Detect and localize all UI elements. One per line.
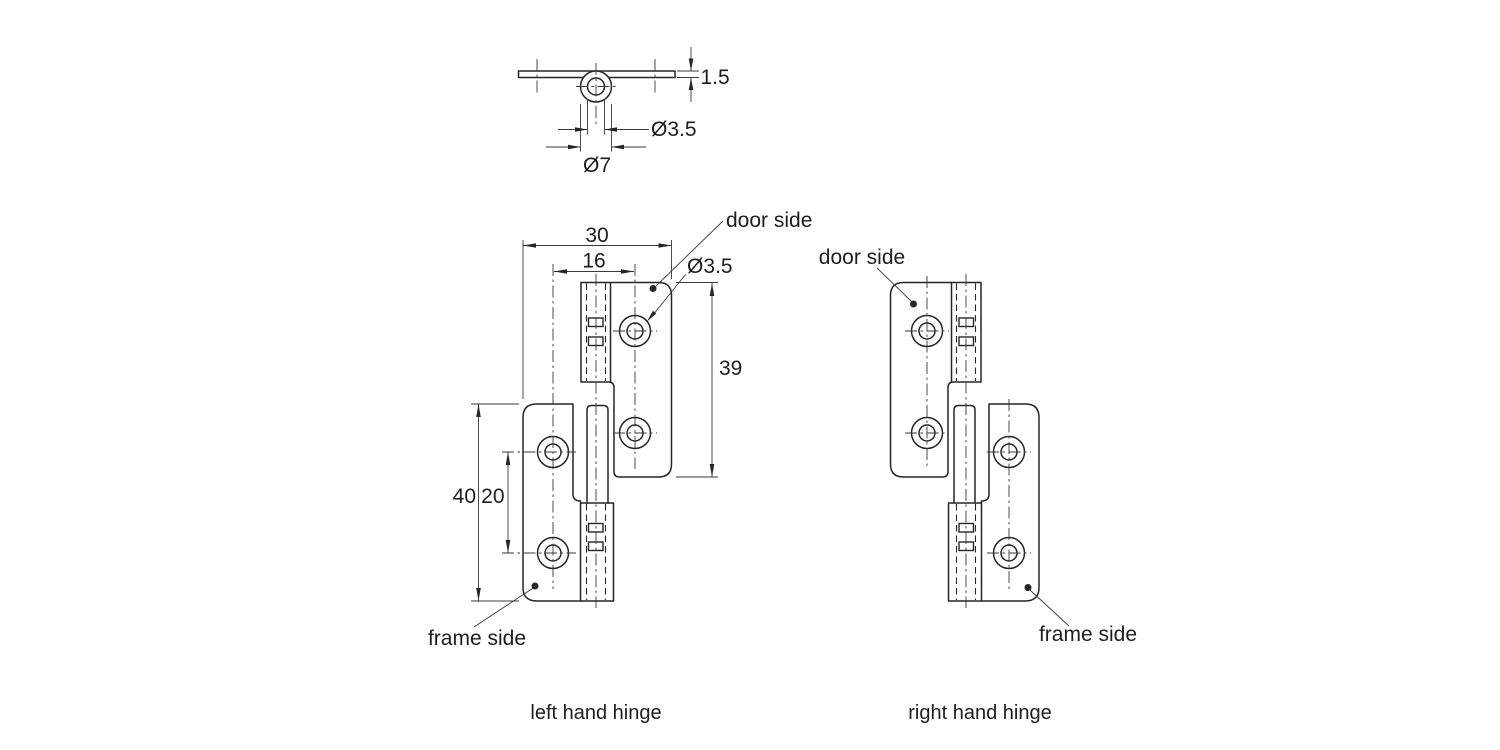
arrowhead — [505, 540, 511, 553]
left-knuckle-bend-lines — [579, 282, 612, 602]
top-view-centerlines — [536, 59, 656, 127]
dim-knuckle-dia-label: Ø7 — [583, 154, 611, 177]
arrowhead — [476, 404, 481, 417]
arrowhead — [647, 310, 657, 322]
right-hinge-leader-lines — [876, 267, 1070, 627]
arrowhead — [568, 144, 581, 150]
arrowhead — [505, 452, 511, 465]
frame-side-leader-dot — [531, 582, 539, 590]
arrowhead — [709, 464, 715, 477]
left-door-leaf — [580, 281, 673, 478]
arrowhead — [476, 588, 481, 601]
dim-screw-hole-dia-label: Ø3.5 — [687, 255, 733, 278]
left-frame-leaf — [522, 403, 615, 602]
right-hinge-centerlines — [905, 274, 1031, 608]
arrowhead — [575, 127, 588, 132]
top-view: 1.5 Ø3.5 Ø7 — [517, 47, 730, 177]
left-hinge-screw-holes — [536, 314, 652, 570]
arrowhead — [554, 269, 567, 274]
right-knuckle-bend-lines — [950, 282, 983, 602]
right-frame-leaf — [947, 403, 1040, 602]
arrowhead — [688, 77, 694, 90]
arrowhead — [658, 243, 672, 248]
right-hinge-caption: right hand hinge — [908, 702, 1051, 724]
dim-door-leaf-height-label: 39 — [719, 357, 742, 380]
left-hinge-pin — [586, 404, 609, 504]
left-hinge-leader-lines — [473, 220, 724, 628]
frame-side-leader-dot — [1024, 584, 1032, 591]
frame-side-label: frame side — [428, 627, 526, 650]
arrowhead — [611, 144, 624, 150]
arrowhead — [709, 283, 715, 296]
arrowhead — [604, 127, 617, 132]
door-side-label: door side — [726, 209, 812, 232]
dim-thickness-label: 1.5 — [701, 66, 730, 89]
dim-hole-distance-label: 16 — [582, 250, 605, 273]
arrowhead — [688, 58, 694, 71]
dim-overall-width-label: 30 — [585, 224, 608, 247]
right-hinge-pin — [953, 404, 976, 504]
left-hinge-caption: left hand hinge — [530, 702, 661, 724]
dim-frame-hole-spacing-label: 20 — [481, 485, 504, 508]
arrowhead — [621, 269, 634, 274]
left-hinge-dimension-lines — [471, 240, 718, 602]
frame-side-label: frame side — [1039, 623, 1137, 646]
arrowhead — [523, 243, 536, 248]
door-side-leader-dot — [649, 285, 657, 292]
right-door-leaf — [889, 281, 982, 478]
dim-frame-leaf-height-label: 40 — [453, 485, 476, 508]
right-hinge-view: door side frame side right hand hinge — [819, 246, 1137, 724]
left-hinge-centerlines — [502, 264, 657, 608]
door-side-label: door side — [819, 246, 905, 269]
door-side-leader-dot — [910, 300, 917, 308]
dim-pin-hole-dia-label: Ø3.5 — [651, 118, 697, 141]
left-hinge-view: 30 16 39 40 20 Ø3.5 door side frame side… — [428, 209, 812, 724]
